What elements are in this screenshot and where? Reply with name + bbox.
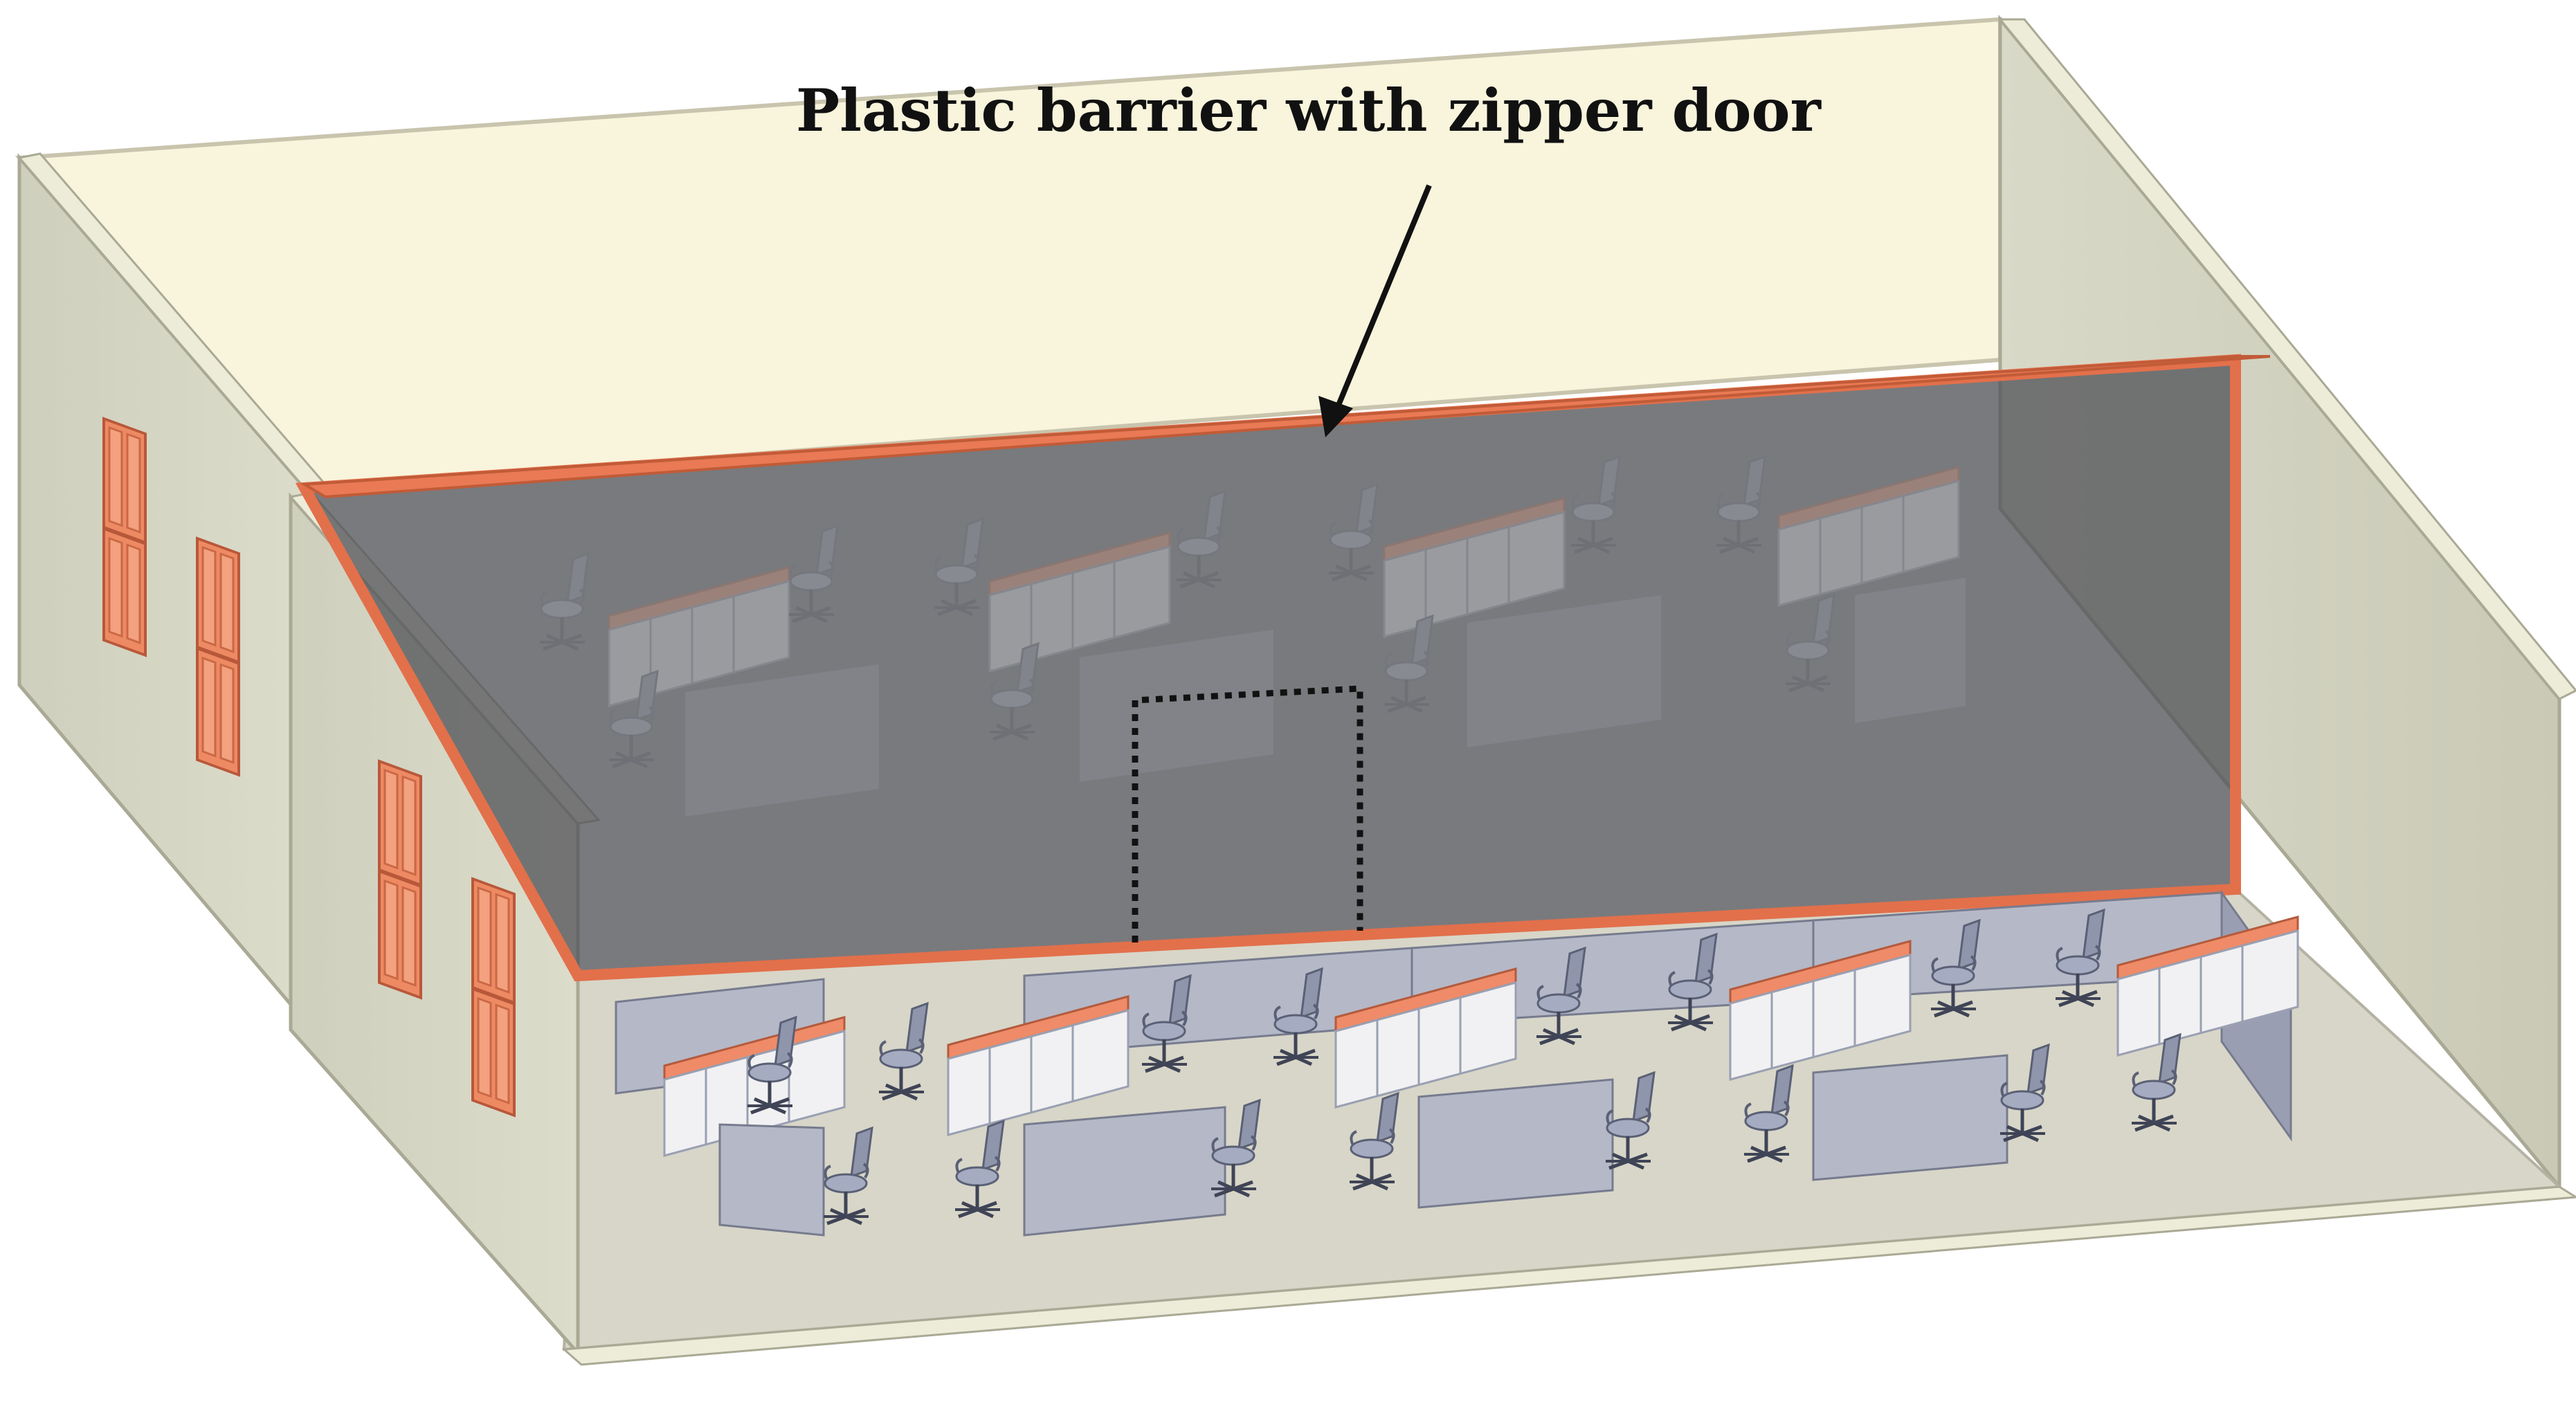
barrier-top-rail	[300, 355, 2271, 499]
window-left-1	[104, 419, 145, 655]
window-middle-2	[473, 879, 514, 1116]
plastic-barrier-film	[305, 360, 2235, 976]
right-wall-top-edge	[1997, 18, 2576, 700]
front-room-furniture	[615, 889, 2299, 1237]
annotation-label: Plastic barrier with zipper door	[796, 76, 1821, 145]
front-floor-edge	[561, 1185, 2576, 1366]
arrow-down-left-icon	[1318, 184, 1432, 437]
window-left-2	[197, 538, 239, 775]
window-middle-1	[379, 761, 421, 998]
